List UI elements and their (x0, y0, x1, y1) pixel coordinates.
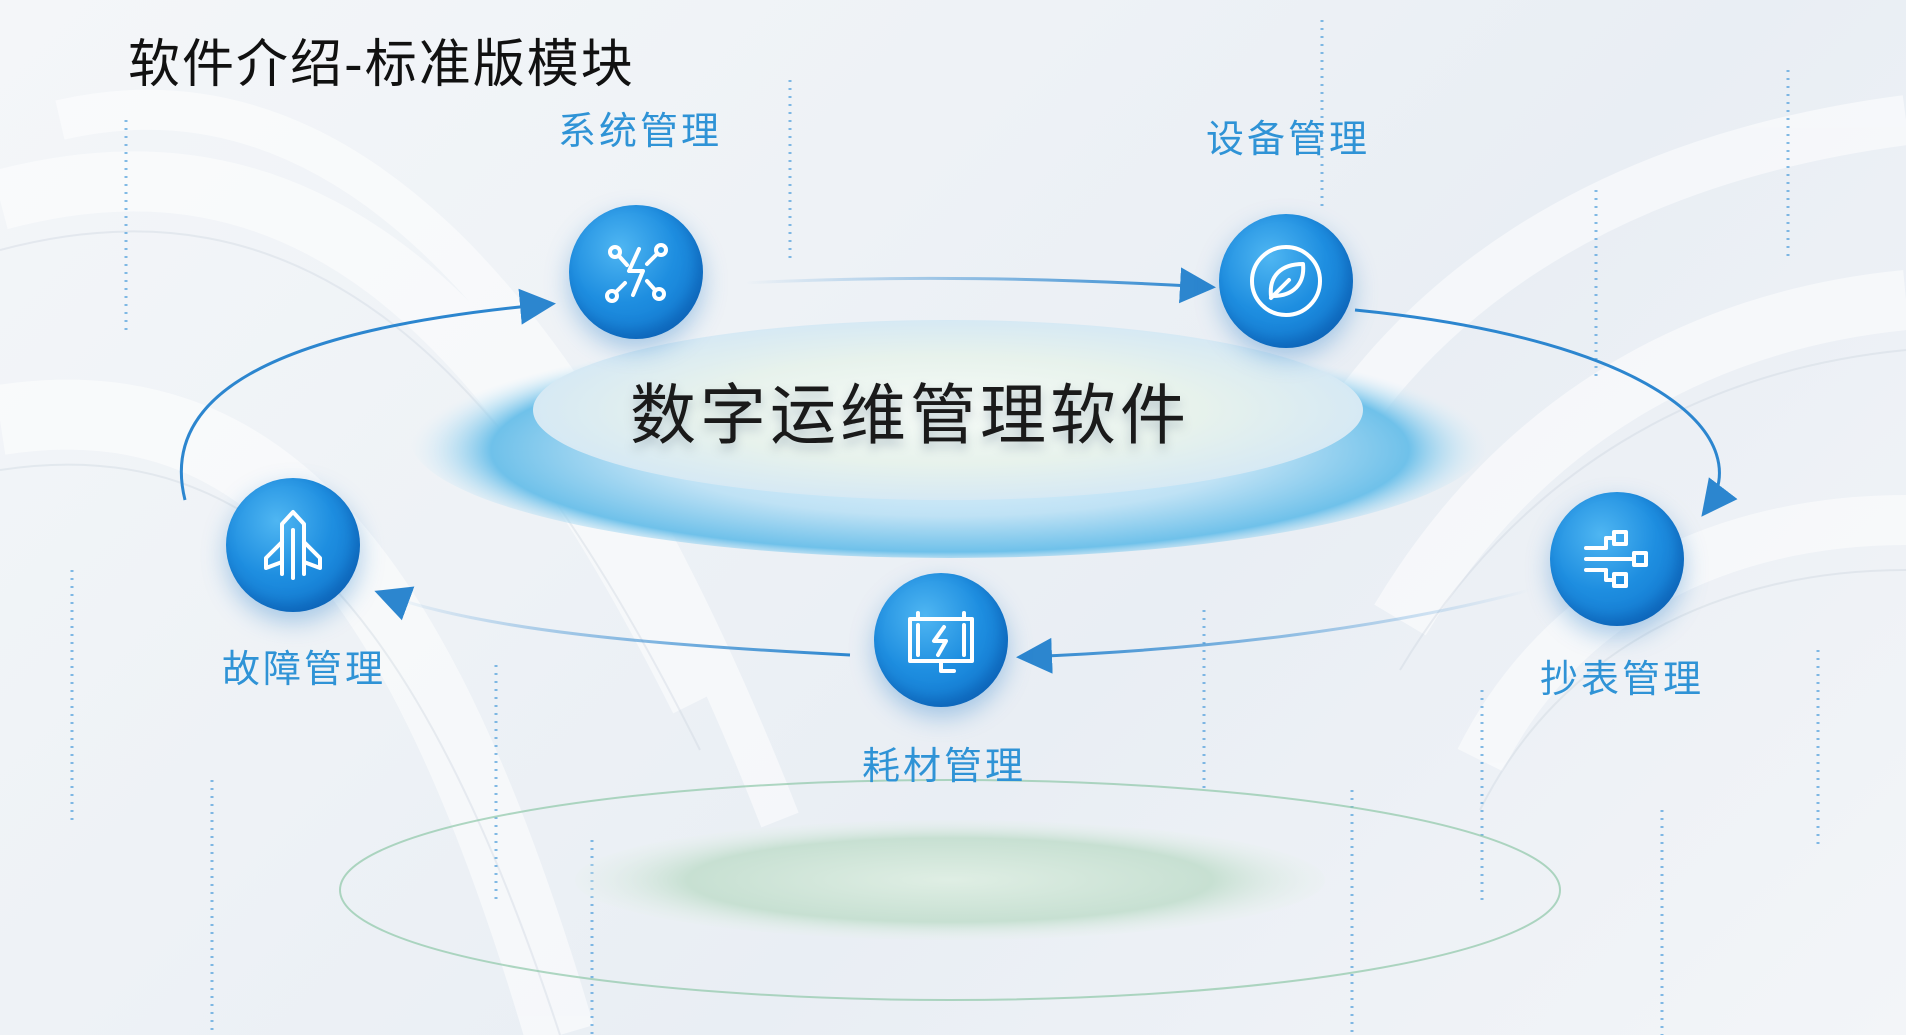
network-bolt-icon (605, 243, 668, 303)
battery-charge-icon (908, 611, 974, 673)
consumables-node[interactable] (874, 573, 1008, 707)
hierarchy-icon (1584, 530, 1648, 588)
meter-reading-node[interactable] (1550, 492, 1684, 626)
fault-management-node[interactable] (226, 478, 360, 612)
consumables-label[interactable]: 耗材管理 (862, 744, 1027, 788)
page-title: 软件介绍-标准版模块 (128, 35, 635, 95)
system-management-node[interactable] (569, 205, 703, 339)
fault-management-label[interactable]: 故障管理 (222, 647, 387, 691)
device-management-node[interactable] (1219, 214, 1353, 348)
rocket-icon (264, 510, 322, 580)
system-management-label[interactable]: 系统管理 (558, 109, 723, 153)
meter-reading-label[interactable]: 抄表管理 (1540, 657, 1705, 701)
device-management-label[interactable]: 设备管理 (1206, 117, 1371, 161)
center-title: 数字运维管理软件 (630, 377, 1190, 454)
leaf-icon (1250, 245, 1322, 317)
